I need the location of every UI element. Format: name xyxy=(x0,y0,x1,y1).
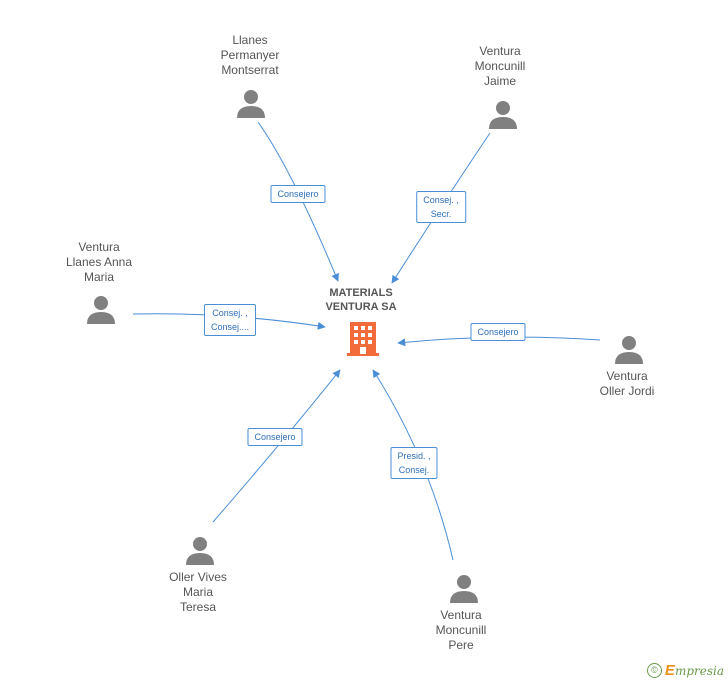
person-icon[interactable] xyxy=(185,535,215,565)
role-label-ventura-moncunill-pere: Presid. , Consej. xyxy=(390,447,438,479)
role-label-llanes-permanyer: Consejero xyxy=(270,185,326,203)
person-icon[interactable] xyxy=(488,99,518,129)
person-name-oller-vives[interactable]: Oller Vives Maria Teresa xyxy=(169,570,227,614)
company-name[interactable]: MATERIALS VENTURA SA xyxy=(325,287,397,313)
person-name-ventura-moncunill-pere[interactable]: Ventura Moncunill Pere xyxy=(435,608,487,652)
person-name-ventura-llanes-anna[interactable]: Ventura Llanes Anna Maria xyxy=(65,240,133,284)
role-label-oller-vives: Consejero xyxy=(247,428,303,446)
brand-logo-e: E xyxy=(664,661,675,679)
person-icon[interactable] xyxy=(449,573,479,603)
person-name-ventura-oller-jordi[interactable]: Ventura Oller Jordi xyxy=(599,369,655,398)
edge-oller-vives xyxy=(212,369,341,523)
brand-footer: © Empresia xyxy=(646,661,724,679)
person-name-ventura-moncunill-jaime[interactable]: Ventura Moncunill Jaime xyxy=(474,44,526,88)
copyright-icon: © xyxy=(646,662,662,678)
role-label-ventura-oller-jordi: Consejero xyxy=(470,323,526,341)
role-label-ventura-moncunill-jaime: Consej. , Secr. xyxy=(416,191,466,223)
person-icon[interactable] xyxy=(86,294,116,324)
person-name-llanes-permanyer[interactable]: Llanes Permanyer Montserrat xyxy=(220,33,280,77)
building-icon[interactable] xyxy=(347,322,379,356)
person-icon[interactable] xyxy=(614,334,644,364)
brand-logo: Empresia xyxy=(665,662,724,679)
person-icon[interactable] xyxy=(236,88,266,118)
role-label-ventura-llanes-anna: Consej. , Consej.... xyxy=(203,304,257,336)
brand-logo-text: mpresia xyxy=(674,663,724,678)
